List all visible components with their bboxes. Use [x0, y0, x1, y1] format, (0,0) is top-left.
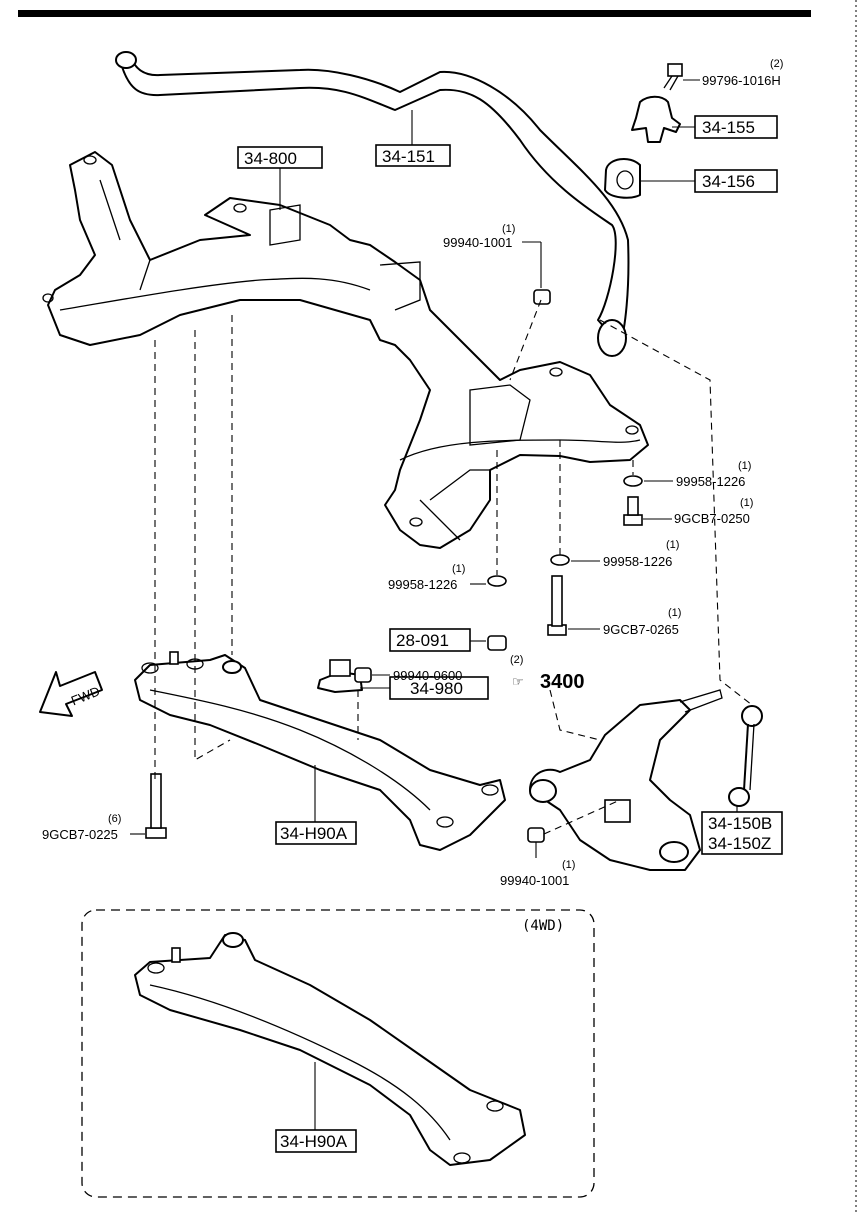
lower-control-arm — [529, 689, 723, 871]
qty-99940-1001-top: (1) — [502, 223, 515, 235]
leader-lines — [130, 79, 738, 858]
callout-34-150b[interactable]: 34-150B — [708, 814, 772, 833]
front-crossmember — [42, 151, 649, 549]
callout-34-h90a[interactable]: 34-H90A — [280, 824, 348, 843]
callout-box-34-800 — [237, 146, 323, 169]
callout-box-34-980 — [389, 676, 489, 700]
part-99958-1226-a[interactable]: 99958-1226 — [676, 474, 745, 489]
part-9gcb7-0250[interactable]: 9GCB7-0250 — [674, 511, 750, 526]
fwd-arrow-icon — [39, 671, 103, 717]
part-99940-1001-bottom[interactable]: 99940-1001 — [500, 873, 569, 888]
callout-box-34-155 — [694, 115, 778, 139]
qty-99958-1226-a: (1) — [738, 460, 751, 472]
rear-crossmember-4wd — [134, 932, 526, 1166]
bracket-34-980-icon — [317, 659, 363, 693]
callout-box-28-091 — [389, 628, 471, 652]
callout-34-980[interactable]: 34-980 — [410, 679, 463, 698]
variant-label: (4WD) — [522, 918, 564, 934]
stabilizer-link — [728, 705, 763, 807]
assembly-lines — [154, 299, 753, 835]
callout-box-34-h90a — [275, 821, 357, 845]
callout-34-155[interactable]: 34-155 — [702, 118, 755, 137]
stabilizer-bar — [115, 51, 630, 357]
part-9gcb7-0265[interactable]: 9GCB7-0265 — [603, 622, 679, 637]
callout-34-151[interactable]: 34-151 — [382, 147, 435, 166]
top-rule — [18, 10, 811, 17]
qty-99940-0600: (2) — [510, 654, 523, 666]
part-99958-1226-b[interactable]: 99958-1226 — [603, 554, 672, 569]
qty-99958-1226-b: (1) — [666, 539, 679, 551]
stabilizer-bushing-icon — [604, 158, 641, 199]
4wd-inset-frame — [81, 909, 595, 1198]
callout-34-150z[interactable]: 34-150Z — [708, 834, 771, 853]
callout-34-h90a-4wd[interactable]: 34-H90A — [280, 1132, 348, 1151]
qty-9gcb7-0225: (6) — [108, 813, 121, 825]
part-99940-1001-top[interactable]: 99940-1001 — [443, 235, 512, 250]
part-9gcb7-0225[interactable]: 9GCB7-0225 — [42, 827, 118, 842]
qty-9gcb7-0250: (1) — [740, 497, 753, 509]
rear-crossmember — [134, 651, 506, 851]
part-99796-1016h[interactable]: 99796-1016H — [702, 73, 781, 88]
callout-28-091[interactable]: 28-091 — [396, 631, 449, 650]
qty-9gcb7-0265: (1) — [668, 607, 681, 619]
stabilizer-bracket-icon — [631, 95, 681, 143]
qty-99940-1001-bottom: (1) — [562, 859, 575, 871]
callout-34-156[interactable]: 34-156 — [702, 172, 755, 191]
callout-box-34-151 — [375, 144, 451, 167]
part-99958-1226-c[interactable]: 99958-1226 — [388, 577, 457, 592]
qty-99958-1226-c: (1) — [452, 563, 465, 575]
callout-box-34-156 — [694, 169, 778, 193]
part-99940-0600[interactable]: 99940-0600 — [393, 668, 462, 683]
reference-arrow-icon: ☞ — [512, 674, 524, 689]
qty-99796: (2) — [770, 58, 783, 70]
callout-34-800[interactable]: 34-800 — [244, 149, 297, 168]
bolt-99796-icon — [663, 63, 683, 91]
callout-box-34-h90a-4wd — [275, 1129, 357, 1153]
hardware — [145, 289, 643, 843]
ref-group-3400[interactable]: 3400 — [540, 671, 585, 693]
callout-box-34-150 — [701, 811, 783, 855]
